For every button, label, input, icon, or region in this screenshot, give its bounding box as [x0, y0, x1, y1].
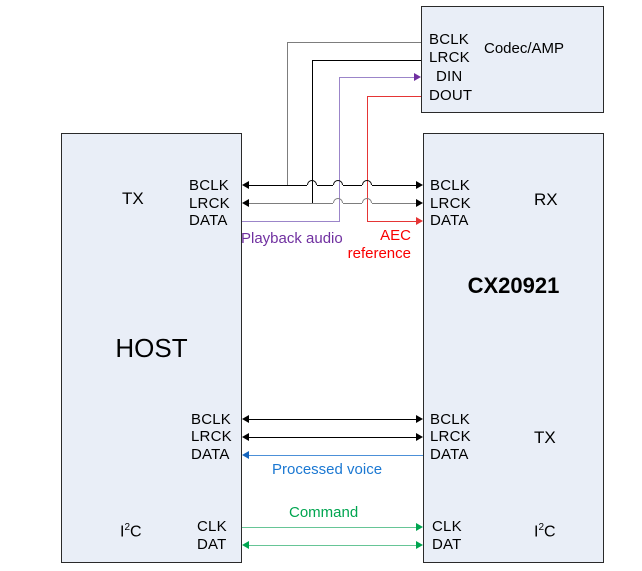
playback-audio-label: Playback audio	[241, 230, 343, 247]
arrowhead-dat-right	[416, 541, 423, 549]
arrowhead-lrck-top-right	[416, 199, 423, 207]
host-title: HOST	[115, 333, 188, 363]
cx-i2c-label: I2C	[534, 522, 556, 541]
wire-bclk-bottom	[249, 419, 416, 420]
cx-tx-label: TX	[534, 428, 556, 447]
arrowhead-din	[414, 73, 421, 81]
cx20921-box	[423, 133, 604, 563]
cx-port-data-bottom: DATA	[430, 446, 469, 463]
arrowhead-lrck-bottom-left	[242, 433, 249, 441]
wire-playback-to-din	[339, 77, 414, 78]
arrowhead-aec-data	[416, 217, 423, 225]
wire-hop-lrck-1	[333, 198, 343, 203]
codec-amp-box	[421, 6, 604, 113]
cx-port-bclk-top: BCLK	[430, 177, 470, 194]
wire-aec-to-cx	[367, 221, 416, 222]
processed-voice-label: Processed voice	[272, 461, 383, 478]
codec-title: Codec/AMP	[484, 40, 565, 57]
cx-title: CX20921	[467, 273, 560, 298]
host-tx-label: TX	[122, 189, 144, 208]
wire-playback-vertical	[339, 77, 340, 222]
wire-bclk-top-seg2	[317, 185, 333, 186]
aec-reference-line1: AEC	[380, 227, 411, 244]
cx-port-lrck-top: LRCK	[430, 195, 471, 212]
wire-i2c-clk	[242, 527, 416, 528]
wire-lrck-top-seg2	[343, 203, 362, 204]
codec-port-din: DIN	[436, 68, 463, 85]
host-port-bclk-top: BCLK	[189, 177, 229, 194]
cx-port-dat: DAT	[432, 536, 462, 553]
cx-rx-label: RX	[534, 190, 558, 209]
wire-bclk-codec-horizontal	[287, 42, 421, 43]
arrowhead-bclk-bottom-left	[242, 415, 249, 423]
host-port-lrck-bottom: LRCK	[191, 428, 232, 445]
host-port-data-bottom: DATA	[191, 446, 230, 463]
wire-lrck-top-seg3	[372, 203, 416, 204]
arrowhead-lrck-top-left	[242, 199, 249, 207]
wire-bclk-top-seg3	[343, 185, 362, 186]
arrowhead-clk-right	[416, 523, 423, 531]
aec-reference-label: AEC reference	[330, 227, 411, 263]
host-port-dat: DAT	[197, 536, 227, 553]
wire-hop-bclk-1	[307, 180, 317, 185]
wire-hop-bclk-2	[333, 180, 343, 185]
wire-aec-vertical	[367, 96, 368, 222]
cx-port-bclk-bottom: BCLK	[430, 411, 470, 428]
wire-hop-bclk-3	[362, 180, 372, 185]
wire-bclk-top-seg1	[249, 185, 307, 186]
wire-lrck-codec-vertical	[312, 60, 313, 204]
codec-port-dout: DOUT	[429, 87, 473, 104]
codec-port-bclk: BCLK	[429, 31, 469, 48]
host-i2c-label: I2C	[120, 522, 142, 541]
host-port-lrck-top: LRCK	[189, 195, 230, 212]
host-port-bclk-bottom: BCLK	[191, 411, 231, 428]
arrowhead-processed-voice	[242, 451, 249, 459]
host-port-clk: CLK	[197, 518, 227, 535]
wire-lrck-top-seg1	[249, 203, 333, 204]
arrowhead-bclk-bottom-right	[416, 415, 423, 423]
wire-i2c-dat	[249, 545, 416, 546]
wire-processed-voice	[249, 455, 423, 456]
wire-bclk-codec-vertical	[287, 42, 288, 186]
wire-lrck-codec-horizontal	[312, 60, 421, 61]
wire-bclk-top-seg4	[372, 185, 416, 186]
command-label: Command	[289, 504, 359, 521]
wire-dout-horizontal	[367, 96, 421, 97]
cx-port-lrck-bottom: LRCK	[430, 428, 471, 445]
arrowhead-bclk-top-right	[416, 181, 423, 189]
host-port-data-top: DATA	[189, 212, 228, 229]
arrowhead-bclk-top-left	[242, 181, 249, 189]
arrowhead-lrck-bottom-right	[416, 433, 423, 441]
host-box	[61, 133, 242, 563]
wire-lrck-bottom	[249, 437, 416, 438]
arrowhead-dat-left	[242, 541, 249, 549]
codec-port-lrck: LRCK	[429, 49, 470, 66]
wire-playback-from-host	[242, 221, 340, 222]
cx-port-data-top: DATA	[430, 212, 469, 229]
wire-hop-lrck-2	[362, 198, 372, 203]
cx-port-clk: CLK	[432, 518, 462, 535]
aec-reference-line2: reference	[347, 245, 411, 262]
